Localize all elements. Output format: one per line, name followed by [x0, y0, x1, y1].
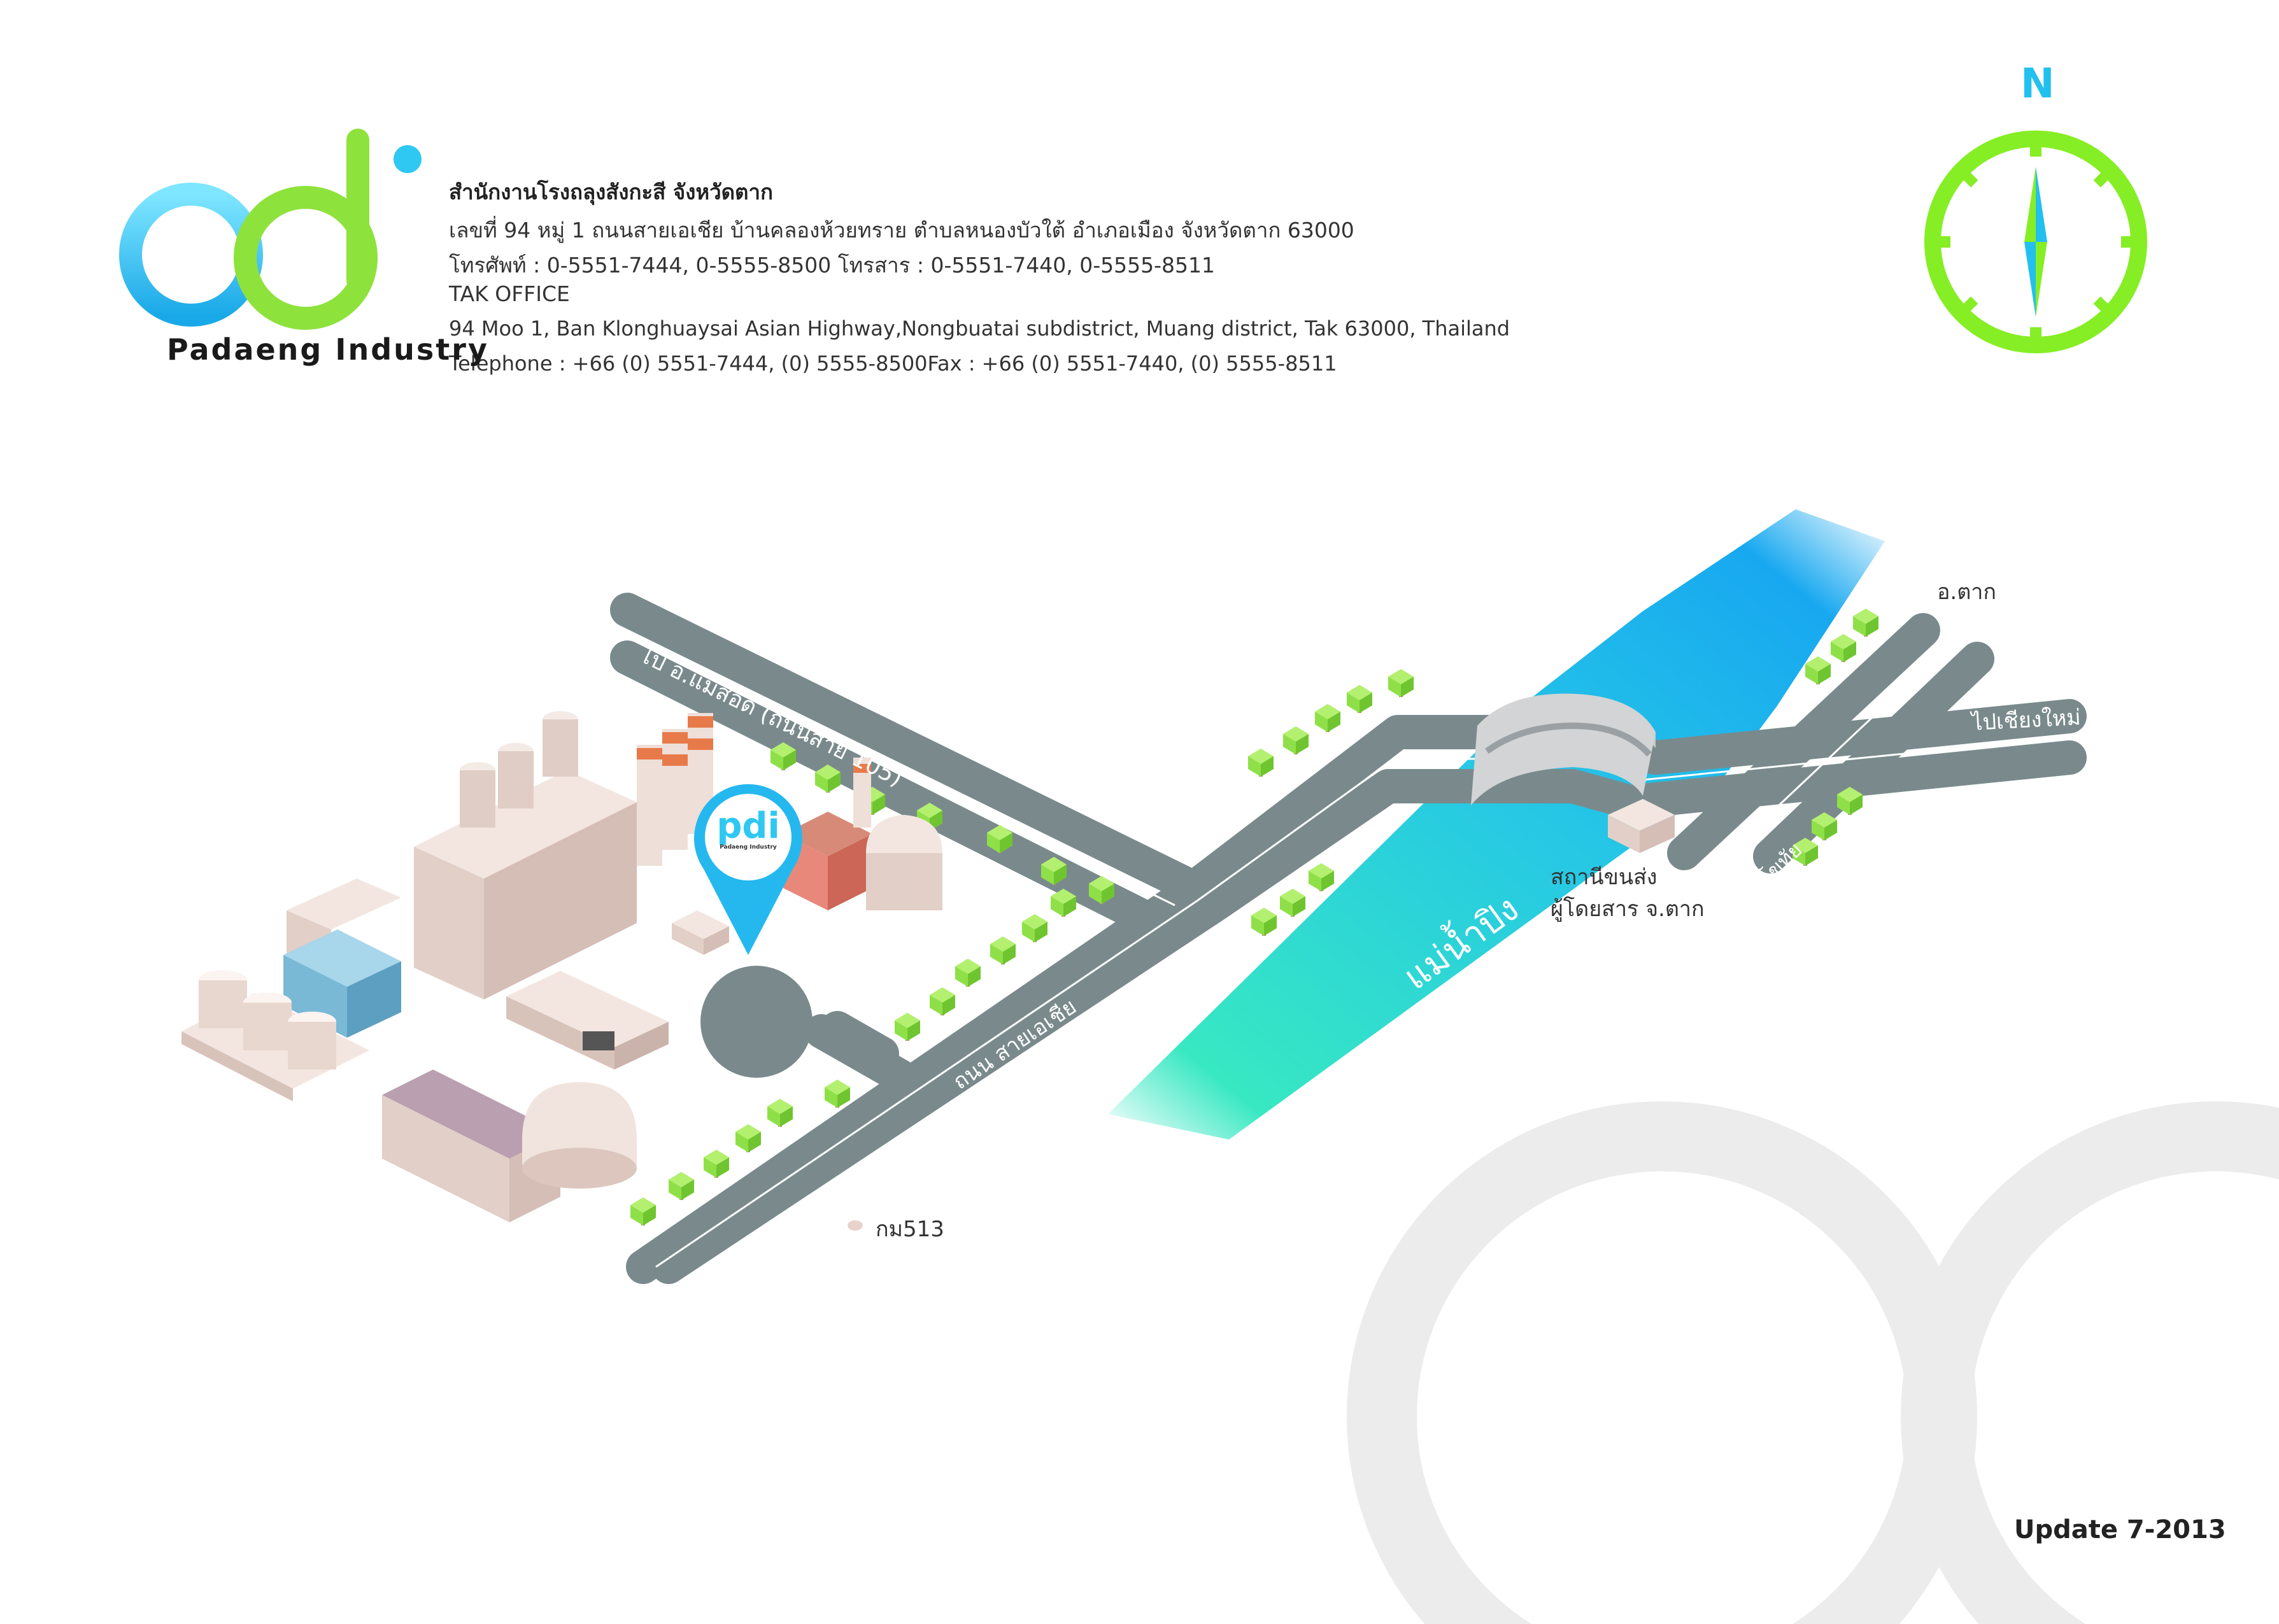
river-bridge [1471, 693, 1656, 805]
pin-logo-text: pdi [716, 805, 780, 847]
label-bus-station-1: สถานีขนส่ง [1551, 865, 1658, 890]
location-pin [694, 784, 802, 955]
label-km513: กม513 [876, 1217, 944, 1242]
compass [1924, 131, 2147, 353]
pdi-logo-graphic [119, 129, 422, 368]
logo-subtitle: Padaeng Industry [167, 332, 489, 367]
ping-river [1108, 509, 1885, 1140]
label-amphoe-tak: อ.ตาก [1937, 579, 1996, 605]
company-title-en: TAK OFFICE [449, 281, 570, 306]
company-phone-th: โทรศัพท์ : 0-5551-7444, 0-5555-8500 โทรส… [449, 253, 1216, 278]
label-bus-station-2: ผู้โดยสาร จ.ตาก [1551, 896, 1705, 922]
company-phone-en: Telephone : +66 (0) 5551-7444, (0) 5555-… [449, 351, 1337, 376]
company-address-th: เลขที่ 94 หมู่ 1 ถนนสายเอเชีย บ้านคลองห้… [449, 218, 1354, 243]
factory-complex [181, 711, 942, 1222]
km-marker [848, 1220, 863, 1231]
bus-station-building [1608, 799, 1675, 853]
label-to-chiang-mai: ไปเชียงใหม่ [1971, 705, 2082, 736]
pin-logo-subtitle: Padaeng Industry [720, 844, 777, 851]
company-address-en: 94 Moo 1, Ban Klonghuaysai Asian Highway… [449, 316, 1510, 341]
watermark-decoration [1347, 1101, 2279, 1624]
compass-north-label: N [2020, 60, 2055, 108]
pin-logo: pdi Padaeng Industry [707, 808, 790, 851]
roundabout [700, 966, 813, 1078]
company-title-th: สำนักงานโรงถลุงสังกะสี จังหวัดตาก [449, 180, 773, 204]
update-date: Update 7-2013 [2014, 1515, 2226, 1544]
